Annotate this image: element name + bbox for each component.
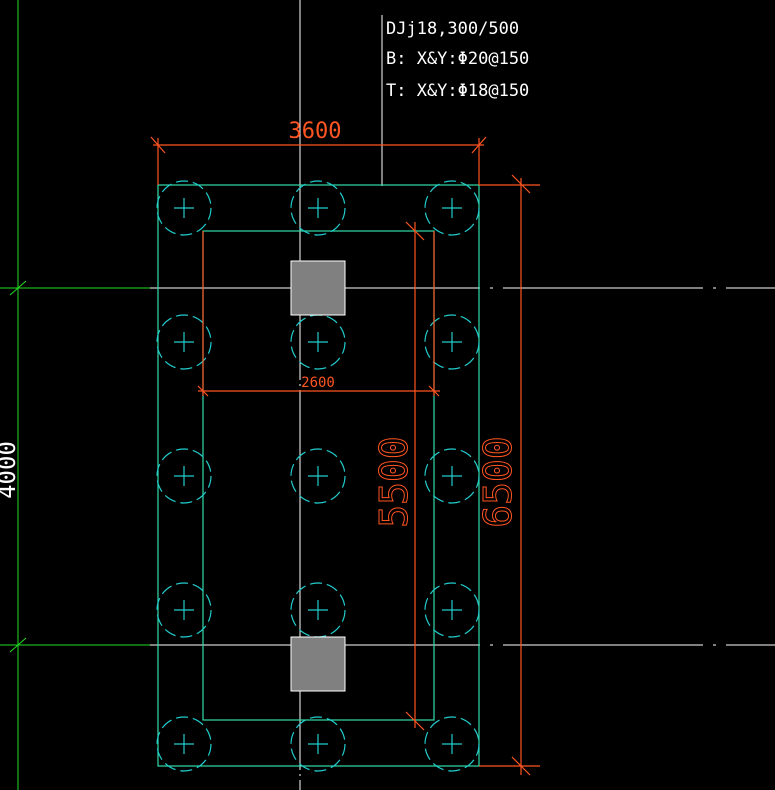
pile-circle	[156, 582, 212, 638]
bottom-rebar-label: B: X&Y:Φ20@150	[386, 49, 529, 69]
top-rebar-label: T: X&Y:Φ18@150	[386, 81, 529, 101]
pile	[290, 582, 346, 638]
grid-tick-lower	[9, 637, 27, 653]
pile	[424, 448, 480, 504]
pile	[424, 180, 480, 236]
pile	[290, 716, 346, 772]
columns	[290, 260, 346, 692]
column-lower	[290, 636, 346, 692]
pile-circle	[424, 180, 480, 236]
pile-circle	[290, 716, 346, 772]
pile	[424, 314, 480, 370]
pile	[156, 716, 212, 772]
inner-width-label: 2600	[301, 375, 335, 391]
pile-cap-inner-outline	[202, 230, 435, 721]
pile	[156, 180, 212, 236]
dim-cap-length	[479, 174, 540, 776]
dim-inner-length	[405, 221, 425, 731]
pile-group	[156, 180, 480, 772]
pile-circle	[156, 314, 212, 370]
pile-circle	[290, 180, 346, 236]
grid-tick-upper	[9, 280, 27, 296]
cap-width-label: 3600	[289, 119, 342, 144]
pile-cap-outer-outline	[157, 184, 480, 767]
pile-circle	[156, 716, 212, 772]
grid-lines	[0, 0, 150, 790]
pile-circle	[290, 448, 346, 504]
pile	[424, 716, 480, 772]
pile	[156, 448, 212, 504]
pile-circle	[424, 314, 480, 370]
grid-spacing-label: 4000	[0, 441, 21, 499]
pile-circle	[424, 582, 480, 638]
dim-cap-width	[150, 136, 487, 185]
pile-circle	[156, 180, 212, 236]
pile-circle	[424, 448, 480, 504]
column-upper	[290, 260, 346, 316]
pile	[290, 180, 346, 236]
foundation-code-label: DJj18,300/500	[386, 19, 519, 39]
cap-length-label: 6500	[476, 436, 520, 528]
pile-circle	[424, 716, 480, 772]
pile-cap-outlines	[157, 184, 480, 767]
pile-circle	[156, 448, 212, 504]
dim-inner-width	[197, 231, 440, 397]
pile	[290, 448, 346, 504]
inner-length-label: 5500	[372, 436, 416, 528]
pile	[156, 582, 212, 638]
pile	[290, 314, 346, 370]
pile	[424, 582, 480, 638]
axis-lines	[150, 0, 775, 790]
pile	[156, 314, 212, 370]
